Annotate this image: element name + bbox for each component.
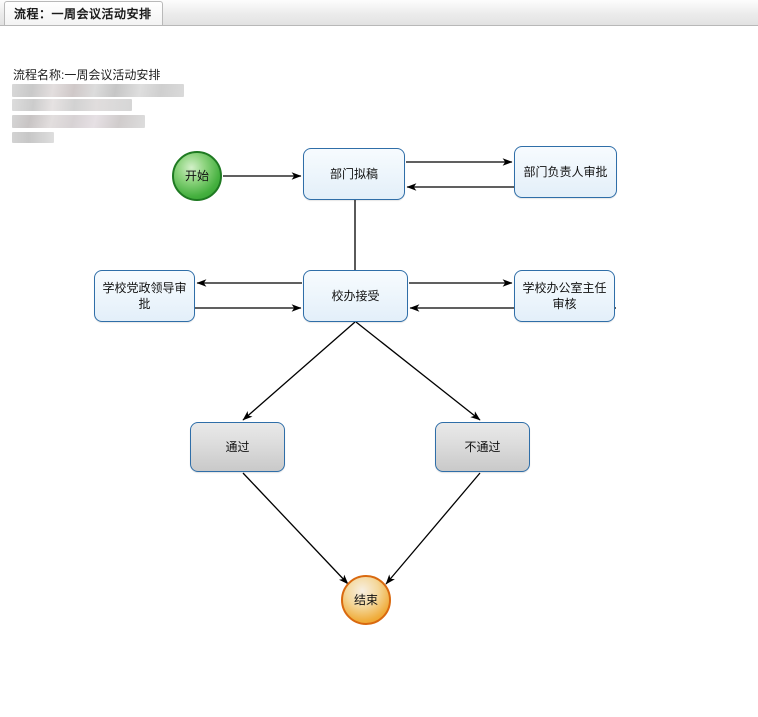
flow-name-label: 流程名称:一周会议活动安排 <box>13 68 161 82</box>
node-pass-label: 通过 <box>225 440 250 454</box>
node-end-label: 结束 <box>353 593 378 607</box>
node-office-director-review-label: 学校办公室主任审核 <box>522 281 607 311</box>
node-fail[interactable]: 不通过 <box>435 422 530 472</box>
redacted-text-row <box>12 84 184 97</box>
node-office-director-review[interactable]: 学校办公室主任审核 <box>514 270 615 322</box>
node-school-office-accept[interactable]: 校办接受 <box>303 270 408 322</box>
tab-label: 流程：一周会议活动安排 <box>14 7 152 21</box>
node-pass[interactable]: 通过 <box>190 422 285 472</box>
node-department-draft-label: 部门拟稿 <box>329 167 378 181</box>
node-department-draft[interactable]: 部门拟稿 <box>303 148 405 200</box>
node-party-leadership-approval-label: 学校党政领导审批 <box>102 281 187 311</box>
node-end[interactable]: 结束 <box>341 575 391 625</box>
flow-canvas[interactable]: 流程名称:一周会议活动安排 <box>0 27 758 717</box>
tab-bar: 流程：一周会议活动安排 <box>0 0 758 26</box>
redacted-text-row <box>12 99 132 111</box>
redacted-text-row <box>12 132 54 143</box>
edge-fail-to-end <box>385 472 481 585</box>
node-school-office-accept-label: 校办接受 <box>331 289 380 303</box>
node-fail-label: 不通过 <box>464 440 501 454</box>
node-department-leader-approval[interactable]: 部门负责人审批 <box>514 146 617 198</box>
node-start-label: 开始 <box>184 169 209 183</box>
edge-accept-to-pass <box>242 321 356 421</box>
redacted-text-row <box>12 115 145 128</box>
edge-accept-to-fail <box>355 321 481 421</box>
node-start[interactable]: 开始 <box>172 151 222 201</box>
edge-pass-to-end <box>242 472 349 585</box>
node-department-leader-approval-label: 部门负责人审批 <box>523 165 608 179</box>
node-party-leadership-approval[interactable]: 学校党政领导审批 <box>94 270 195 322</box>
tab-flow-weekly-meeting[interactable]: 流程：一周会议活动安排 <box>4 1 163 25</box>
